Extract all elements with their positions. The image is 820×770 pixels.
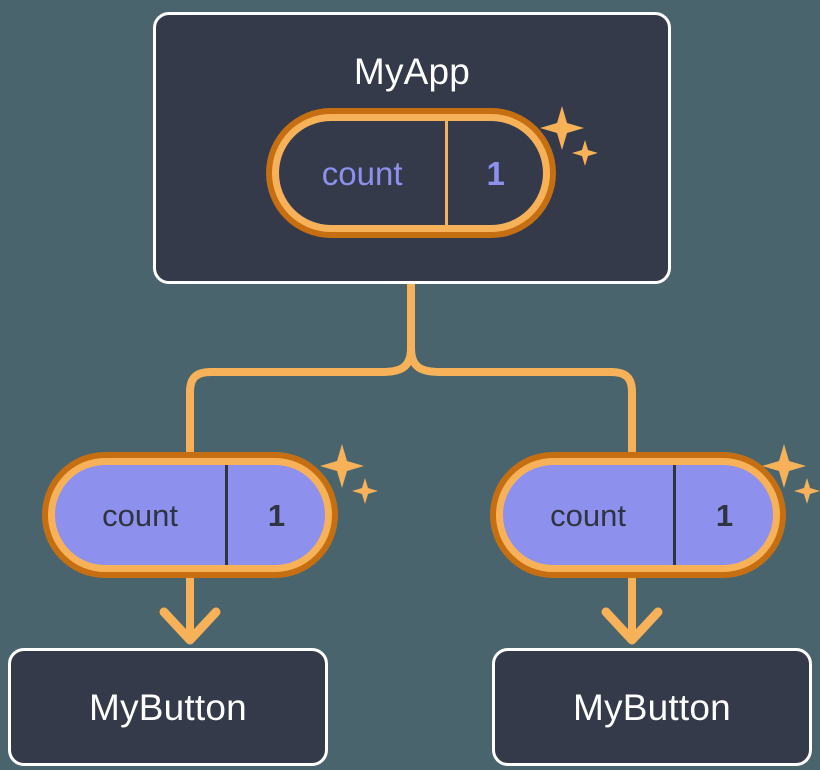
state-pill-body: count 1: [503, 465, 773, 565]
arrow-right: [601, 578, 663, 645]
state-pill-ring: count 1: [496, 458, 780, 572]
state-value: 1: [673, 465, 773, 565]
state-pill-child-right[interactable]: count 1: [490, 452, 786, 578]
connector-branch-left: [186, 344, 415, 456]
connector-branch-right: [407, 344, 636, 456]
component-card-mybutton-right[interactable]: MyButton: [492, 648, 812, 766]
state-pill-ring: count 1: [48, 458, 332, 572]
state-pill-myapp[interactable]: count 1: [266, 108, 556, 238]
state-key: count: [102, 497, 178, 533]
state-pill-body: count 1: [279, 121, 543, 225]
component-title: MyButton: [573, 686, 731, 728]
state-key: count: [321, 154, 403, 192]
state-pill-child-left[interactable]: count 1: [42, 452, 338, 578]
state-pill-body: count 1: [55, 465, 325, 565]
state-value: 1: [225, 465, 325, 565]
component-title: MyApp: [353, 51, 471, 92]
component-card-mybutton-left[interactable]: MyButton: [8, 648, 328, 766]
arrow-left: [159, 578, 221, 645]
state-value: 1: [445, 121, 543, 225]
state-key: count: [550, 497, 626, 533]
state-pill-ring: count 1: [272, 114, 550, 232]
component-title: MyButton: [89, 686, 247, 728]
